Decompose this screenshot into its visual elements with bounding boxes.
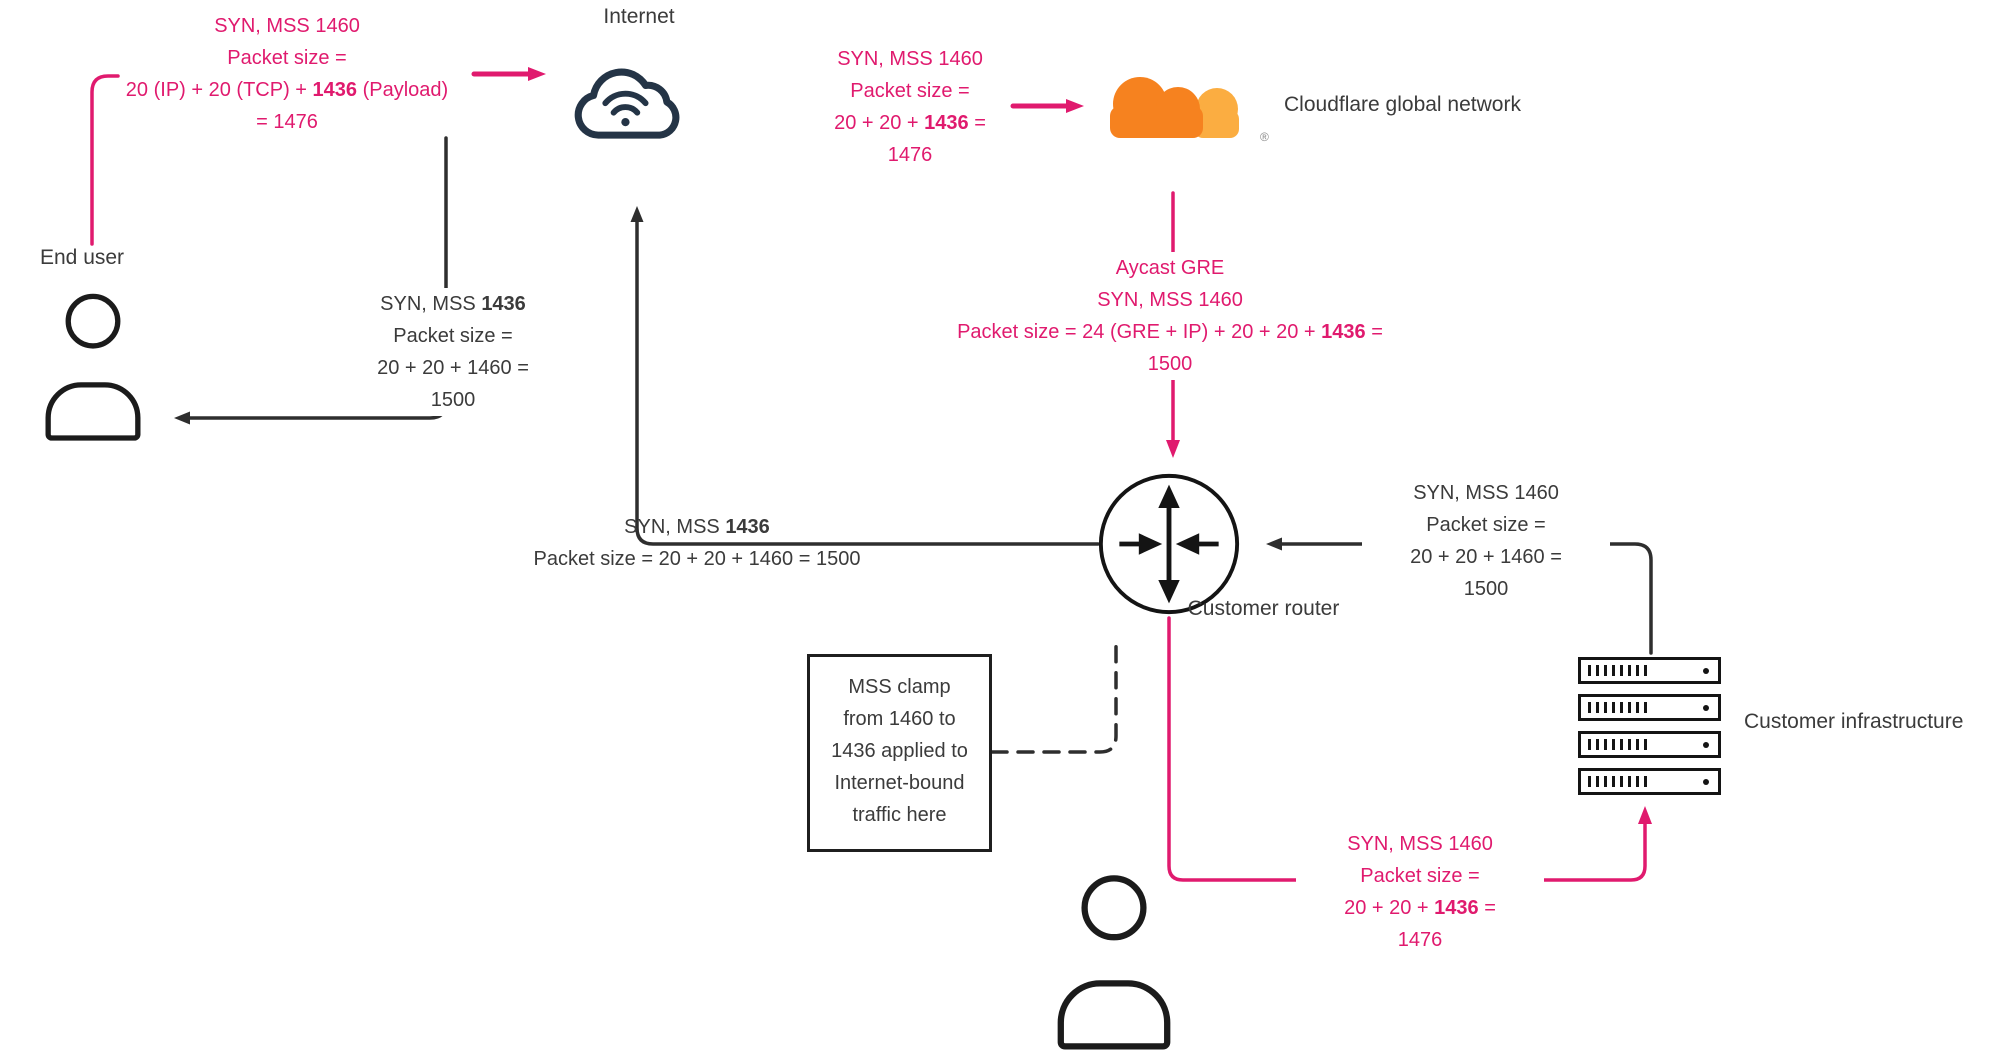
server-icon xyxy=(1578,657,1721,684)
server-vents-icon xyxy=(1588,776,1652,787)
registered-mark: ® xyxy=(1260,130,1269,144)
customer-infrastructure-label: Customer infrastructure xyxy=(1744,710,1964,733)
router-arrows-icon xyxy=(1119,484,1219,604)
wifi-icon xyxy=(602,90,649,116)
server-vents-icon xyxy=(1588,739,1652,750)
cloudflare-label: Cloudflare global network xyxy=(1284,93,1521,116)
server-icon xyxy=(1578,768,1721,795)
end-user-person-icon xyxy=(45,293,141,441)
router-icon xyxy=(1098,473,1240,615)
server-icon xyxy=(1578,694,1721,721)
arrow-infrastructure-to-router xyxy=(1266,537,1653,655)
server-vents-icon xyxy=(1588,702,1652,713)
server-led-icon xyxy=(1703,705,1709,711)
connector-clamp-dashed xyxy=(990,640,1118,754)
server-stack-icon xyxy=(1578,657,1721,797)
server-led-icon xyxy=(1703,668,1709,674)
server-led-icon xyxy=(1703,779,1709,785)
cloudflare-logo-icon xyxy=(1110,77,1239,138)
connector-enduser-up xyxy=(90,74,120,246)
end-user-label: End user xyxy=(40,246,125,269)
server-icon xyxy=(1578,731,1721,758)
arrow-router-to-internet xyxy=(630,206,1100,546)
server-vents-icon xyxy=(1588,665,1652,676)
internet-label: Internet xyxy=(603,5,675,28)
customer-person-icon xyxy=(1057,875,1171,1050)
customer-router-label: Customer router xyxy=(1187,597,1340,620)
internet-cloud-icon xyxy=(574,68,680,139)
server-led-icon xyxy=(1703,742,1709,748)
